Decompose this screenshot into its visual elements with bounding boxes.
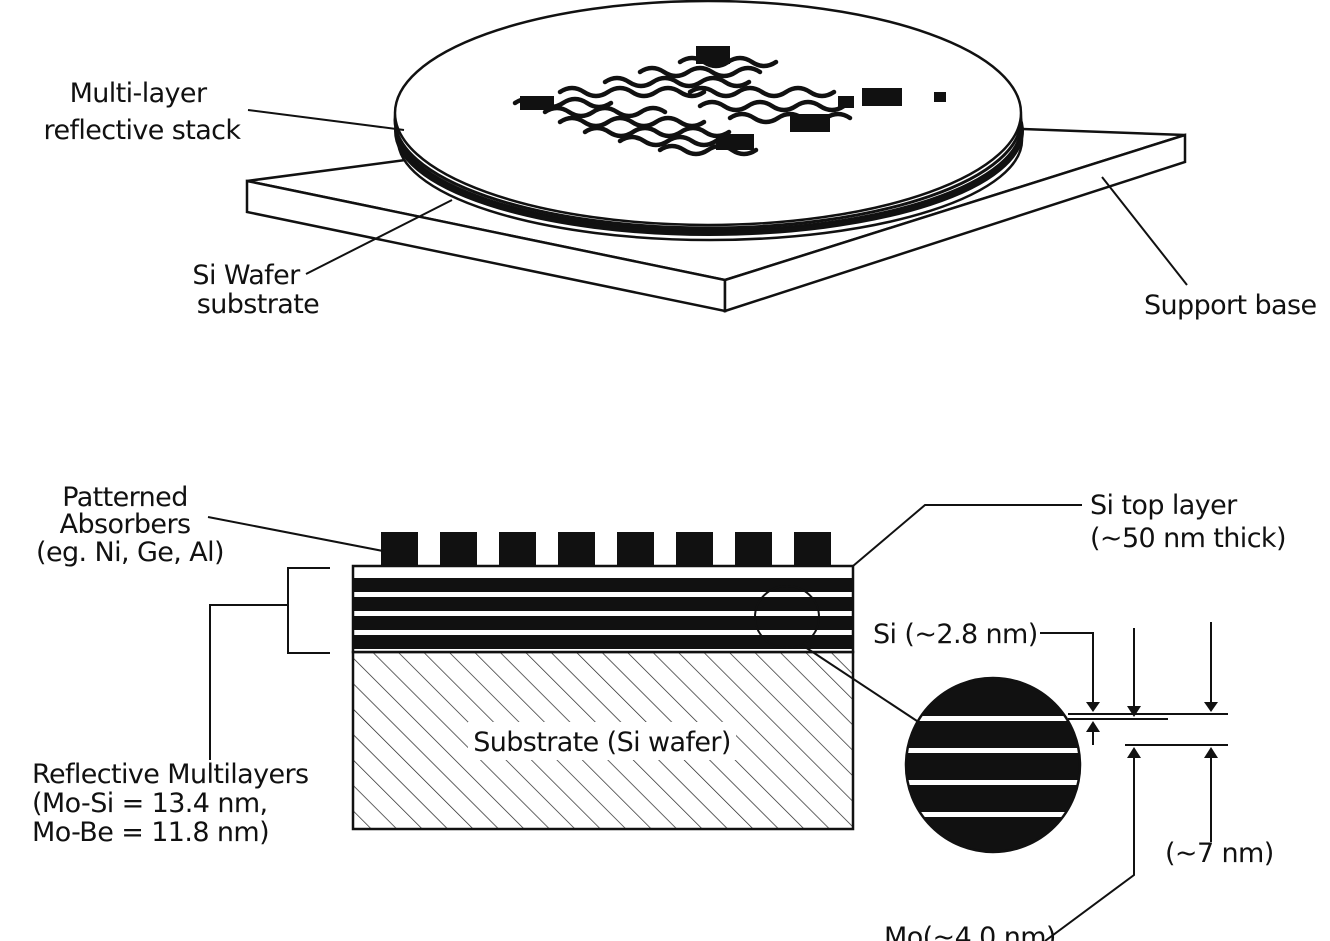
absorber-6 bbox=[676, 532, 713, 566]
substrate-label: Substrate (Si wafer) bbox=[473, 727, 731, 758]
section-leader-lines bbox=[207, 504, 1082, 760]
base-label: Support base bbox=[1144, 290, 1316, 321]
top-leader-lines bbox=[247, 109, 1188, 286]
absorber-8 bbox=[794, 532, 831, 566]
multilayer-stack bbox=[351, 564, 855, 654]
absorber-5 bbox=[617, 532, 654, 566]
absorber-3 bbox=[499, 532, 536, 566]
absorber-1 bbox=[381, 532, 418, 566]
bilayer-2 bbox=[353, 597, 853, 611]
si-layer-label: Si (~2.8 nm) bbox=[873, 619, 1038, 650]
stack-label: Multi-layer reflective stack bbox=[44, 78, 242, 146]
mo-layer-label: Mo(~4.0 nm) bbox=[884, 922, 1056, 941]
detail-circle bbox=[904, 676, 1082, 854]
top-layer-label: Si top layer (~50 nm thick) bbox=[1090, 490, 1286, 554]
magnify-marker bbox=[754, 585, 921, 724]
multilayer-label: Reflective Multilayers (Mo-Si = 13.4 nm,… bbox=[32, 759, 316, 848]
dimension-lines bbox=[1040, 622, 1228, 941]
absorber-4 bbox=[558, 532, 595, 566]
mask-pattern bbox=[488, 42, 950, 166]
period-label: (~7 nm) bbox=[1165, 838, 1274, 869]
wafer-label: Si Wafer substrate bbox=[192, 260, 319, 320]
absorber-row bbox=[381, 532, 831, 566]
absorber-7 bbox=[735, 532, 772, 566]
bilayer-3 bbox=[353, 616, 853, 630]
bilayer-4 bbox=[353, 635, 853, 649]
bilayer-1 bbox=[353, 578, 853, 592]
absorber-label: Patterned Absorbers (eg. Ni, Ge, Al) bbox=[36, 482, 224, 568]
absorber-2 bbox=[440, 532, 477, 566]
